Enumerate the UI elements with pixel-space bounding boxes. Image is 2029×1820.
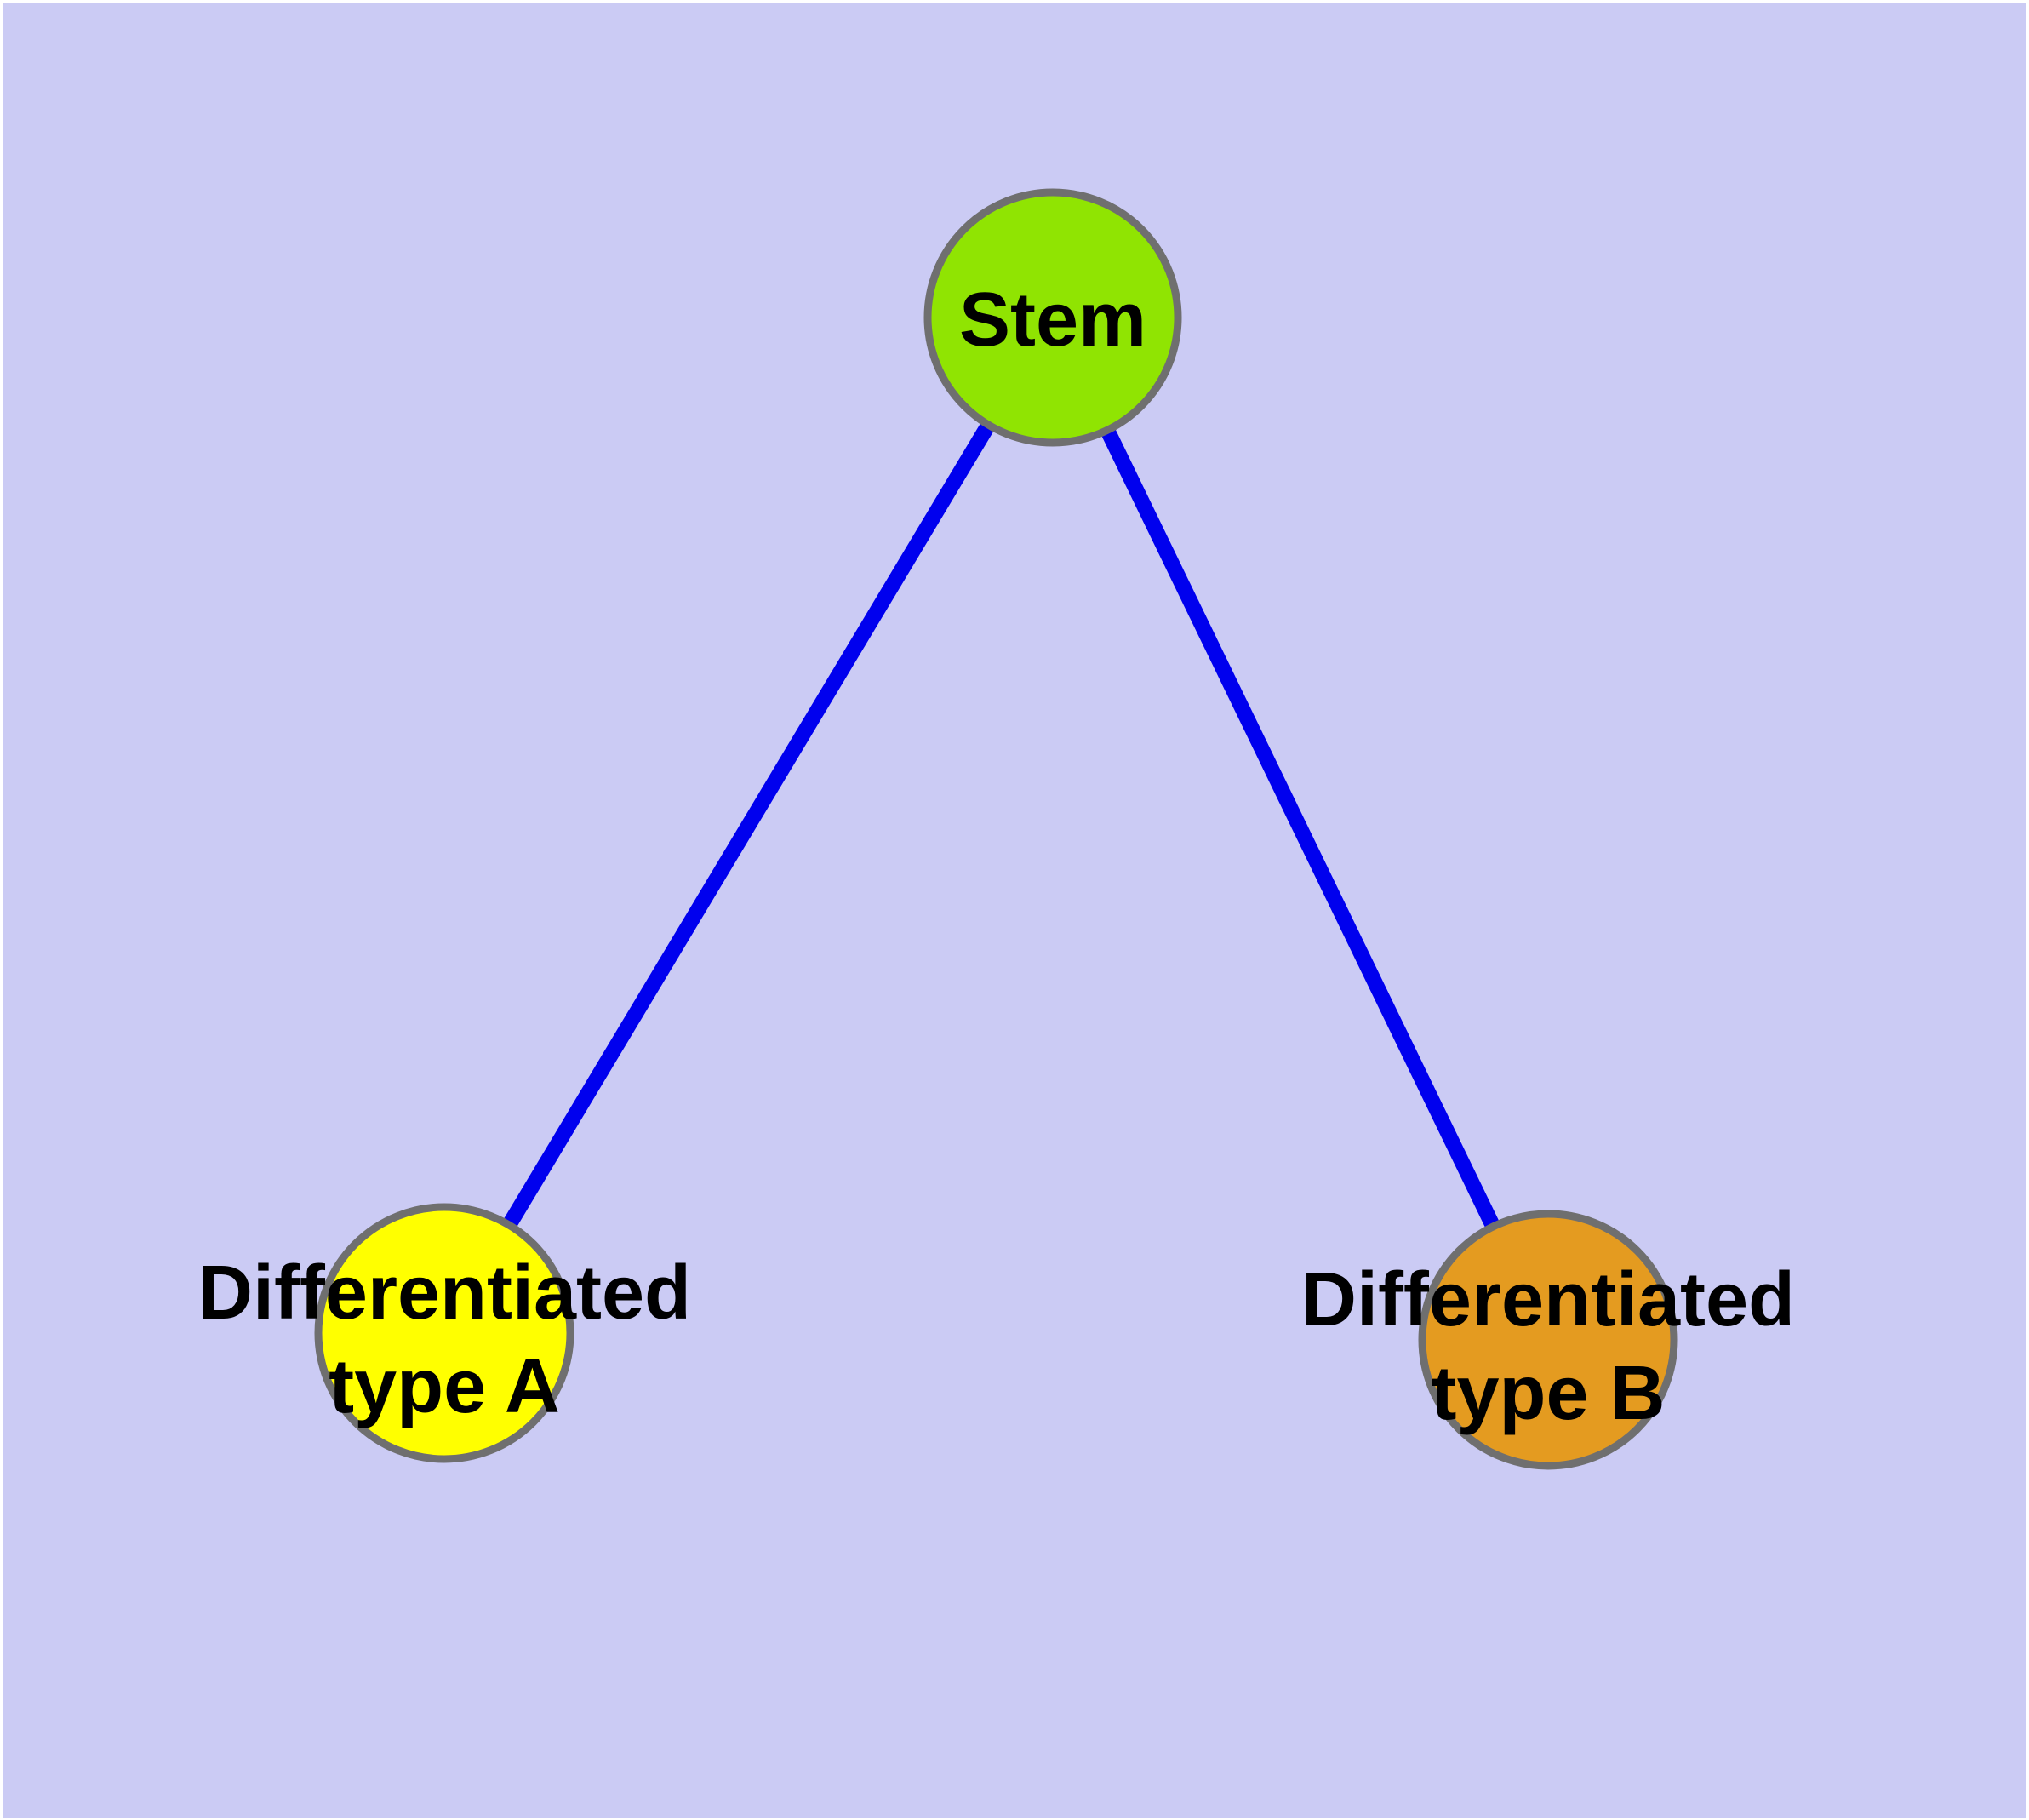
node-differentiated-type-b-label-line-2: type B [1431,1351,1665,1436]
node-stem-label: Stem [959,278,1146,363]
node-differentiated-type-b-label-line-1: Differentiated [1301,1257,1795,1342]
edge-stem-to-differentiated-type-a [437,313,1060,1337]
node-differentiated-type-b-circle [1418,1210,1678,1470]
node-differentiated-type-a-label-line-2: type A [329,1344,560,1429]
node-differentiated-type-b: Differentiated type B [1301,1210,1795,1470]
node-stem-circle [923,188,1182,447]
edge-stem-to-differentiated-type-b [1045,314,1556,1343]
node-differentiated-type-a-label-line-1: Differentiated [197,1251,691,1336]
node-differentiated-type-a-circle [314,1203,574,1463]
node-differentiated-type-a: Differentiated type A [197,1203,691,1463]
edges [437,313,1556,1343]
node-stem: Stem [923,188,1182,447]
